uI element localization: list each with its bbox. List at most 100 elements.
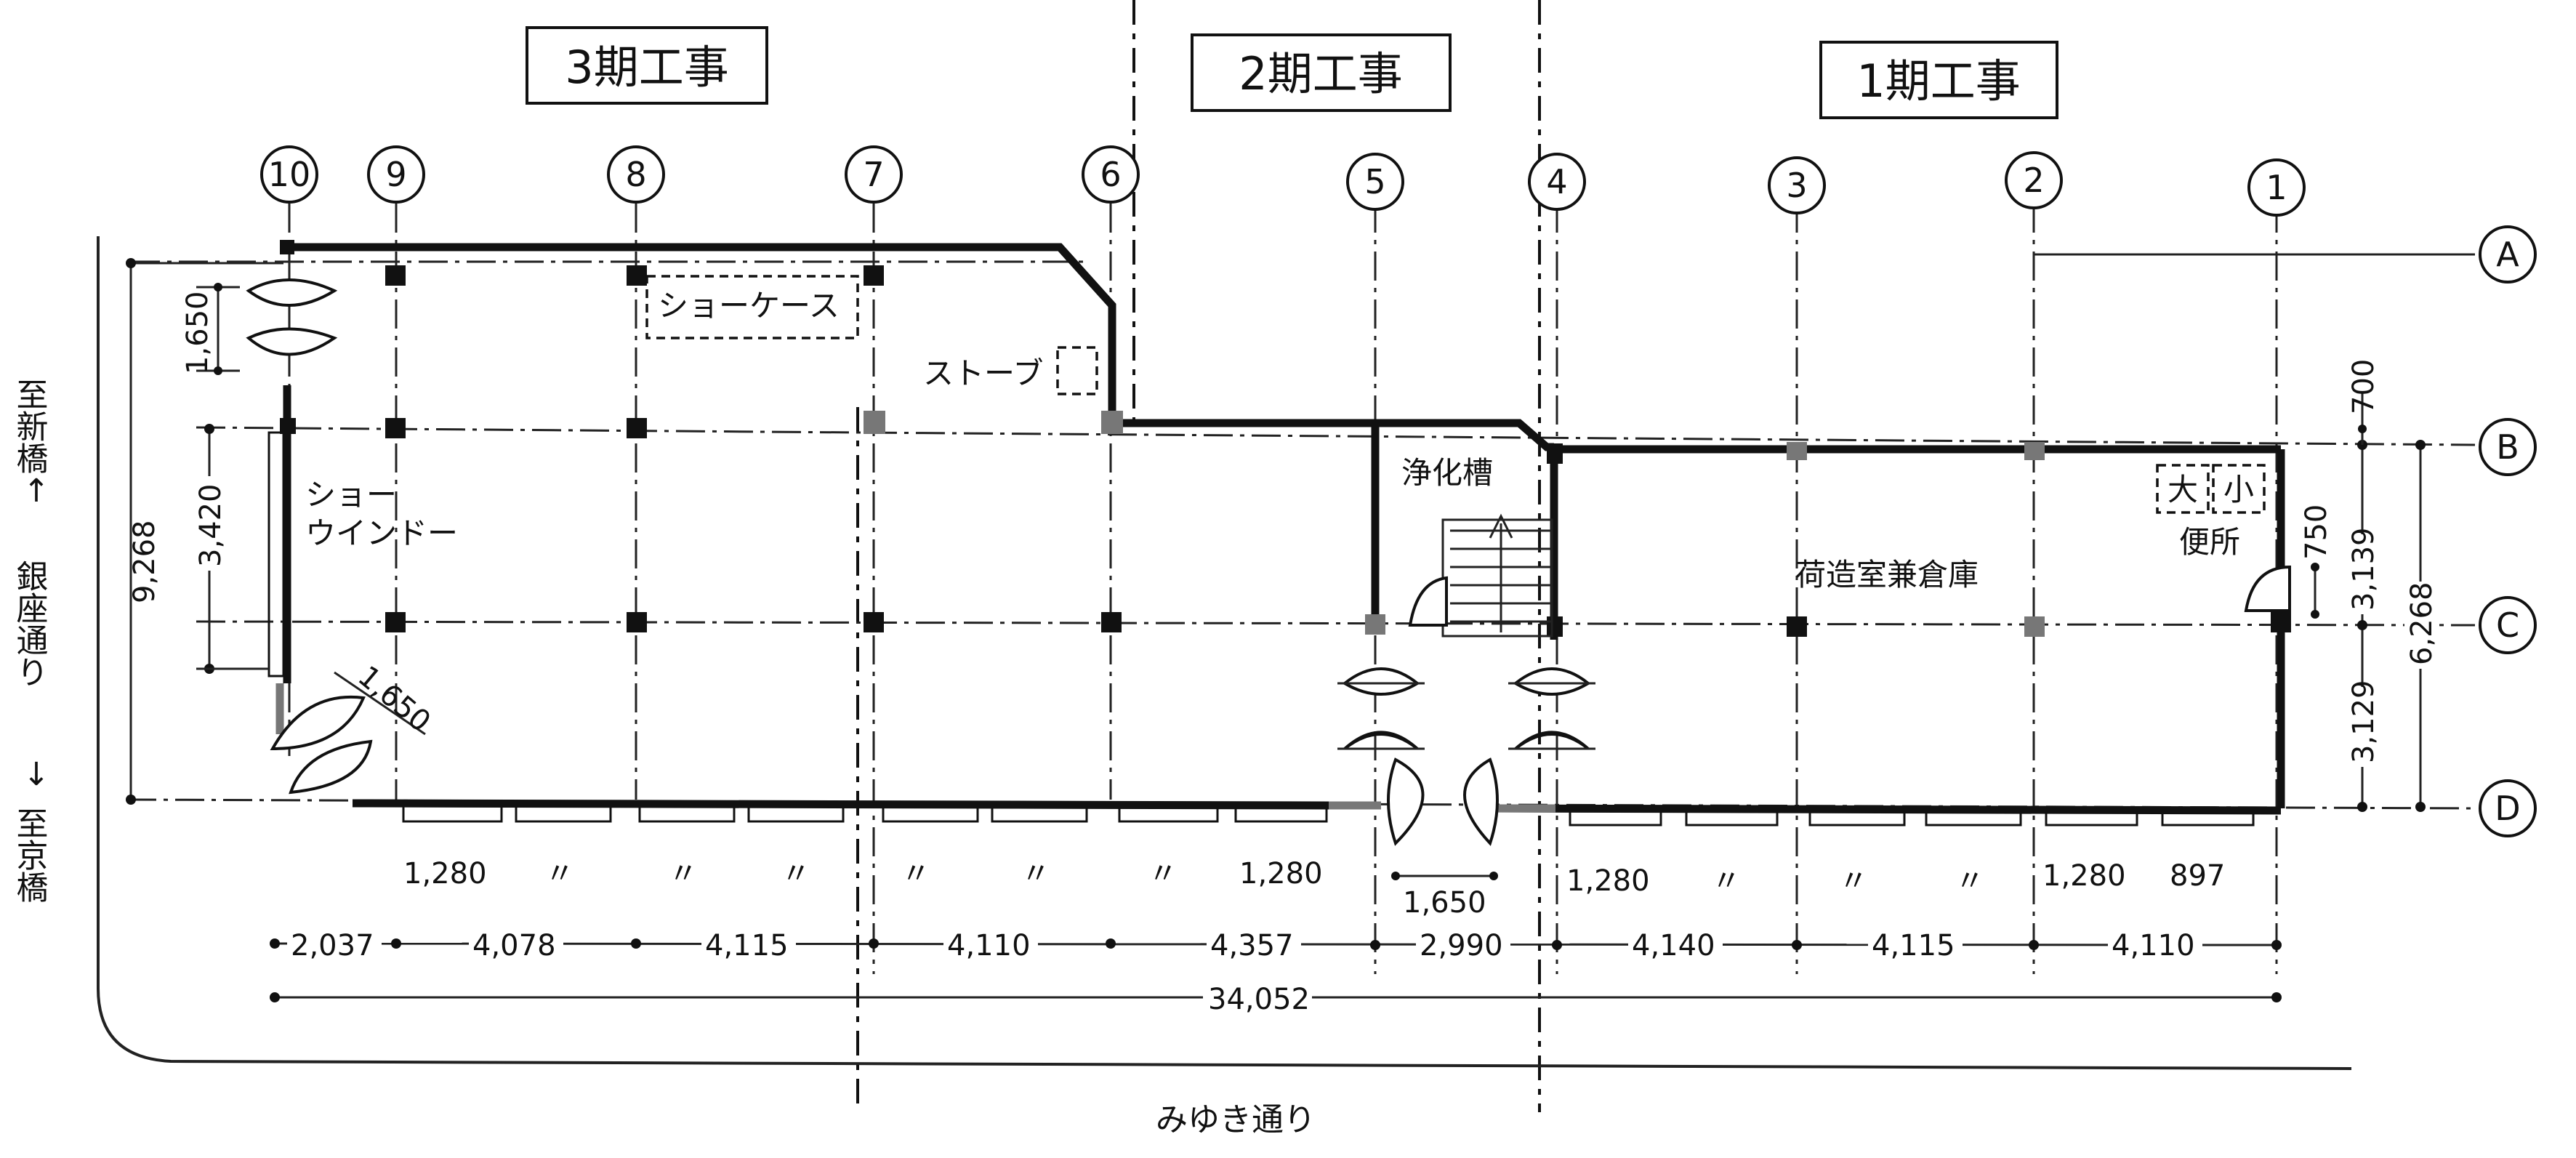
phase3-label: 3期工事 [565,41,728,94]
grid-col-8: 8 [625,155,646,194]
miyuki-street: みゆき通り [1156,1101,1316,1138]
showcase-box [645,275,859,339]
toilet-large-label: 大 [2168,472,2198,507]
column-markers: 10 9 8 7 6 5 4 3 2 1 [260,145,2306,217]
arrow-down: ↓ [23,756,50,793]
dim-right-dot-c [2357,620,2367,630]
toilet-door [2244,565,2291,612]
dim-left-total: 9,268 [128,520,161,603]
win-dim-3: 〃 [669,857,698,890]
span-8: 4,115 [1872,929,1955,962]
storage-label: 荷造室兼倉庫 [1795,557,1979,592]
win-dim-13: 1,280 [2042,859,2126,893]
to-kyobashi: 至京橋 [11,807,48,903]
dim-toilet: 750 [2300,504,2333,560]
ginza-street: 銀座通り [11,560,48,688]
phase1-box [1819,41,2058,119]
street-edge [97,236,2352,1070]
arrow-up: ↑ [23,473,50,510]
direction-labels: 至新橋 ↑ 銀座通り ↓ 至京橋 [11,378,50,903]
dim-toilet-dot-bottom [2311,610,2319,619]
inner-doors [1337,667,1595,750]
to-shinbashi: 至新橋 [11,378,48,474]
dim-right-top: 700 [2347,359,2380,414]
toilet-small-label: 小 [2223,472,2254,507]
win-dim-9: 1,280 [1566,864,1650,898]
show-window-label-1: ショー [305,477,397,512]
grid-col-2: 2 [2023,161,2044,200]
dim-right-total: 6,268 [2405,582,2439,665]
window-dimensions: 1,280 〃 〃 〃 〃 〃 〃 1,280 1,280 〃 〃 〃 1,28… [403,857,2225,898]
span-1: 2,037 [291,929,374,962]
span-7: 4,140 [1632,929,1715,962]
door-corner [270,671,426,795]
dim-left-window: 3,420 [194,483,228,567]
dim-right-top-dot [2358,425,2367,433]
stove-label: ストーブ [923,355,1043,391]
win-dim-12: 〃 [1955,864,1984,898]
win-dim-2: 〃 [545,857,574,890]
dim-total-dot-left [270,992,280,1002]
columns [280,240,2291,637]
stove-box [1056,346,1098,395]
win-dim-5: 〃 [901,857,930,890]
phase2-label: 2期工事 [1239,47,1402,100]
phase1-label: 1期工事 [1856,55,2020,108]
grid-row-a: A [2496,235,2519,274]
dim-total-dot-right [2271,992,2282,1002]
phase3-box [526,26,768,105]
showcase-label: ショーケース [658,288,840,323]
walls [275,240,2285,815]
grid-col-7: 7 [863,155,884,194]
win-dim-7: 〃 [1148,857,1178,890]
win-dim-6: 〃 [1021,857,1050,890]
grid-row-d: D [2495,789,2520,828]
span-6: 2,990 [1420,929,1503,962]
dim-right-b-c: 3,139 [2347,527,2380,611]
dim-left-dot-top [126,258,136,268]
row-markers: A B C D [2479,225,2537,837]
dim-right-total-dot-top [2415,440,2426,450]
stair [1408,513,1553,638]
grid-col-5: 5 [1364,162,1385,201]
span-2: 4,078 [472,929,556,962]
front-door [1387,757,1499,880]
grid-row-b: B [2496,427,2519,467]
dim-right-dot-d [2357,802,2367,812]
show-window [267,431,285,677]
dim-right-c-d: 3,129 [2347,680,2380,763]
win-dim-11: 〃 [1839,864,1868,898]
dim-left-window-dot-top [204,424,214,434]
dim-right-total-dot-bottom [2415,802,2426,812]
septic-tank-label: 浄化槽 [1401,455,1493,491]
show-window-label-2: ウインドー [305,515,458,551]
door-top-left [196,278,338,375]
span-5: 4,357 [1210,929,1294,962]
grid-col-1: 1 [2266,168,2287,207]
dim-door-front: 1,650 [1403,886,1486,920]
toilet-label: 便所 [2179,524,2240,560]
dim-left-dot-bottom [126,795,136,805]
grid-col-9: 9 [385,155,406,194]
dim-toilet-dot-top [2311,563,2319,571]
dim-chain-dots [270,938,2282,950]
bottom-spans: 2,037 4,078 4,115 4,110 4,357 2,990 4,14… [287,925,2202,962]
win-dim-14: 897 [2170,859,2225,893]
win-dim-1: 1,280 [403,857,487,890]
span-3: 4,115 [705,929,789,962]
span-9: 4,110 [2112,929,2195,962]
win-dim-8: 1,280 [1239,857,1323,890]
toilet-small-box [2212,464,2266,514]
grid-row-c: C [2496,606,2519,645]
grid-col-3: 3 [1786,166,1807,205]
dim-door-top-left: 1,650 [181,291,214,374]
phase2-box [1191,33,1452,112]
span-4: 4,110 [947,929,1031,962]
win-dim-10: 〃 [1712,864,1741,898]
grid-col-10: 10 [268,155,311,194]
toilet-large-box [2156,464,2210,514]
dim-total: 34,052 [1208,983,1310,1016]
grid-col-6: 6 [1100,155,1121,194]
win-dim-4: 〃 [781,857,810,890]
grid-col-4: 4 [1546,162,1567,201]
